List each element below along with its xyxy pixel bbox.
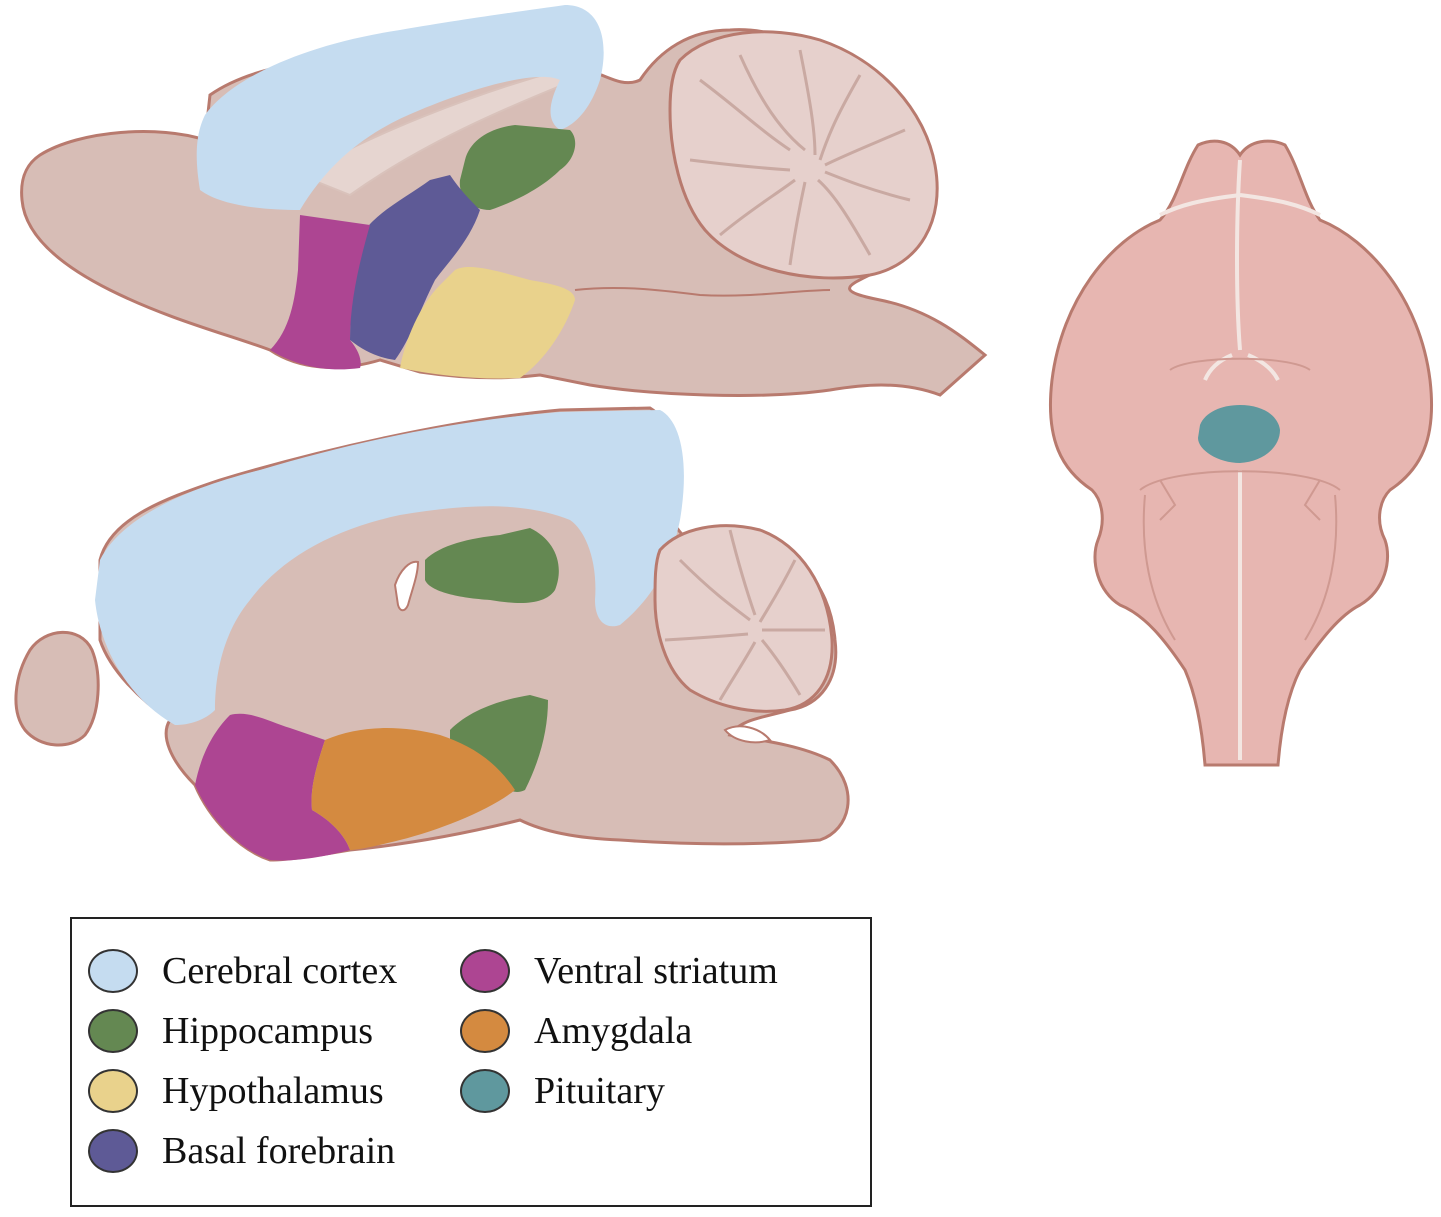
legend-label: Basal forebrain (162, 1130, 396, 1172)
ventral-pituitary (1198, 405, 1280, 463)
legend-label: Amygdala (534, 1010, 693, 1052)
upper-cerebral-cortex (196, 5, 604, 210)
upper-sagittal-brain (20, 5, 988, 397)
ventral-brain-details (1159, 159, 1321, 760)
lower-ventricle (393, 560, 420, 612)
upper-hypothalamus (400, 267, 575, 379)
circle-swatch-icon (460, 1009, 510, 1053)
upper-ventral-striatum (270, 215, 370, 370)
legend-item-hypothalamus: Hypothalamus (88, 1063, 384, 1119)
upper-brainstem-edge (574, 286, 831, 297)
lower-sagittal-brain (14, 406, 850, 862)
upper-cerebellum-folia (689, 49, 911, 266)
lower-cerebellum (653, 524, 834, 713)
circle-swatch-icon (460, 949, 510, 993)
upper-cerebellum (668, 30, 939, 280)
upper-basal-forebrain (350, 175, 480, 360)
legend-label: Hippocampus (162, 1010, 374, 1052)
lower-cerebral-cortex (95, 410, 684, 725)
circle-swatch-icon (88, 949, 138, 993)
ventral-brain-outlines (1139, 357, 1341, 641)
legend-item-basal-forebrain: Basal forebrain (88, 1123, 395, 1179)
legend-label: Pituitary (534, 1070, 665, 1112)
legend-label: Hypothalamus (162, 1070, 384, 1112)
lower-cerebellum-folia (664, 529, 825, 701)
legend-item-hippocampus: Hippocampus (88, 1003, 373, 1059)
lower-hippocampus-dorsal (425, 528, 559, 603)
lower-olfactory-bulb (14, 630, 100, 747)
circle-swatch-icon (88, 1129, 138, 1173)
legend-item-amygdala: Amygdala (460, 1003, 692, 1059)
legend-box: Cerebral cortex Hippocampus Hypothalamus… (70, 917, 872, 1207)
legend-item-pituitary: Pituitary (460, 1063, 665, 1119)
lower-brainstem-notch (723, 725, 772, 744)
lower-amygdala (311, 728, 515, 850)
legend-item-cerebral-cortex: Cerebral cortex (88, 943, 397, 999)
circle-swatch-icon (88, 1069, 138, 1113)
lower-ventral-striatum (195, 713, 350, 861)
ventral-brain-view (1048, 139, 1434, 767)
circle-swatch-icon (88, 1009, 138, 1053)
circle-swatch-icon (460, 1069, 510, 1113)
upper-hippocampus (459, 125, 576, 210)
legend-label: Cerebral cortex (162, 950, 398, 992)
legend-item-ventral-striatum: Ventral striatum (460, 943, 778, 999)
legend-label: Ventral striatum (534, 950, 778, 992)
